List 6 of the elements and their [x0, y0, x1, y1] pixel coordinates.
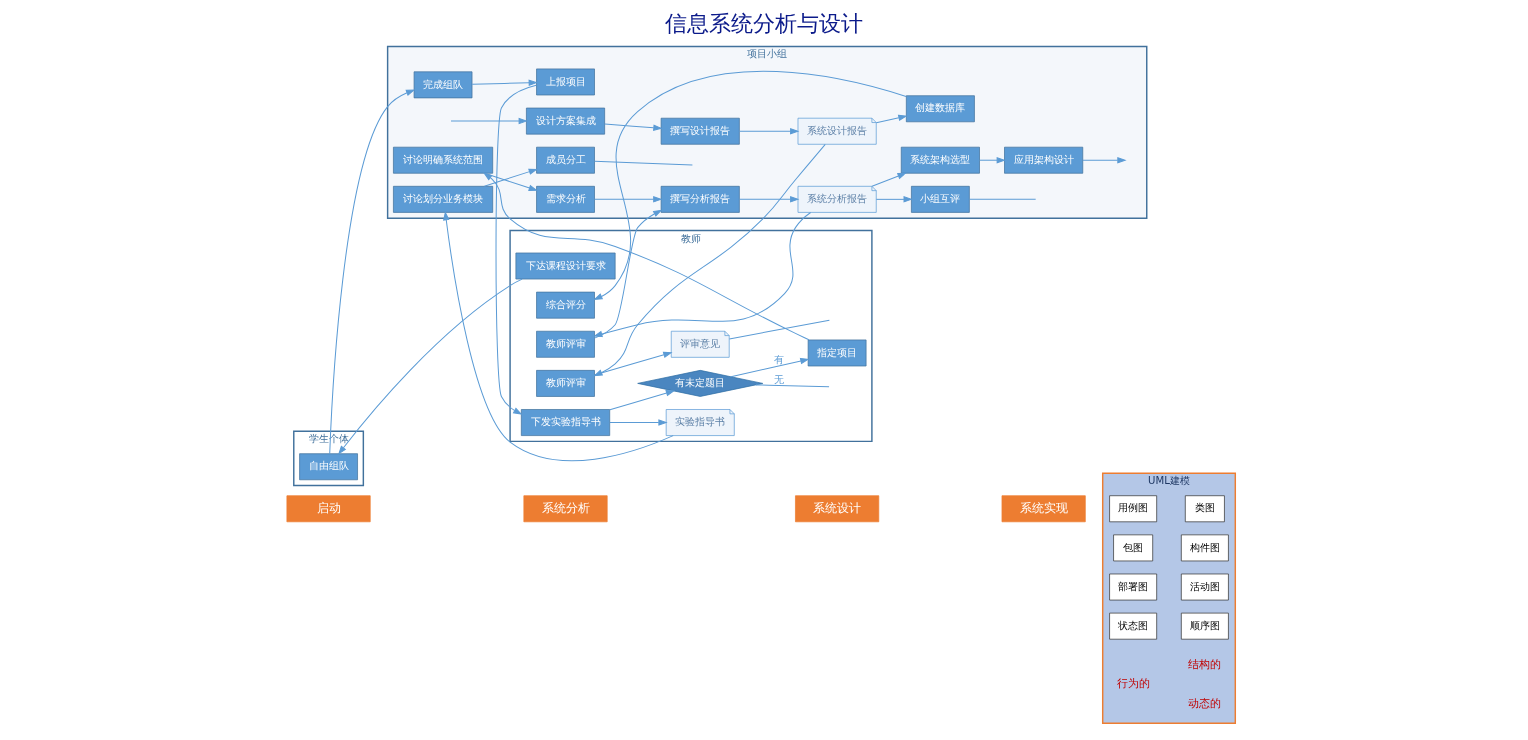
label: 行为的 — [1116, 677, 1150, 691]
diagram-title: 信息系统分析与设计 — [665, 11, 863, 37]
edge-label: 无 — [774, 373, 785, 385]
edge-label: 有 — [774, 354, 785, 366]
label: 结构的 — [1188, 657, 1222, 671]
label: 动态的 — [1188, 696, 1222, 710]
